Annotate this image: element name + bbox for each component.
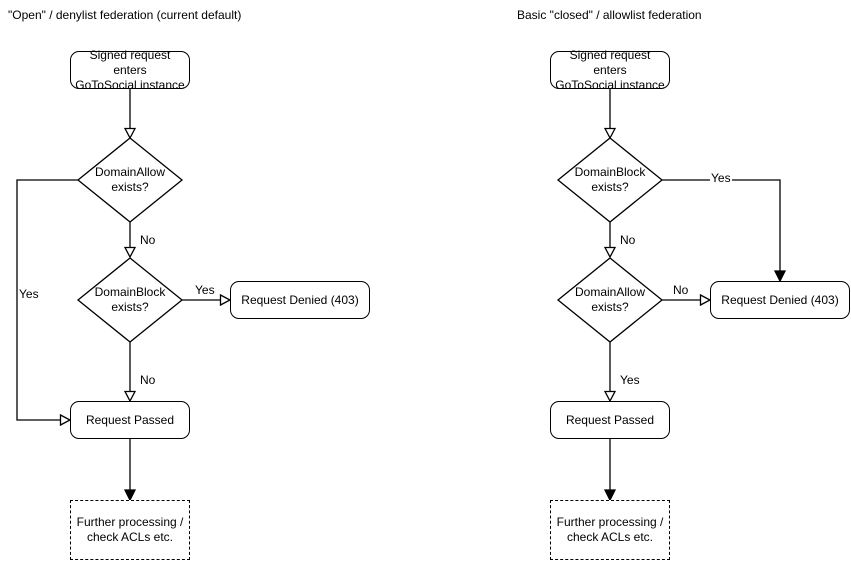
filled-arrowhead-icon — [773, 270, 787, 283]
node-further-processing-left: Further processing / check ACLs etc. — [70, 500, 190, 560]
edge-label-yes: Yes — [619, 373, 641, 387]
open-arrowhead-icon — [123, 127, 137, 140]
open-arrowhead-icon — [123, 390, 137, 403]
node-request-denied-right: Request Denied (403) — [710, 281, 850, 319]
edge-label-no: No — [619, 233, 637, 247]
edge-decision1-yes-elbow-right — [662, 179, 781, 271]
filled-arrowhead-icon — [603, 489, 617, 502]
node-start-right: Signed request enters GoToSocial instanc… — [550, 48, 670, 92]
open-arrowhead-icon — [219, 293, 232, 307]
open-arrowhead-icon — [603, 390, 617, 403]
node-further-processing-right: Further processing / check ACLs etc. — [550, 500, 670, 560]
edge-label-yes: Yes — [194, 283, 216, 297]
filled-arrowhead-icon — [123, 489, 137, 502]
edge-decision1-yes-elbow-left — [16, 179, 78, 421]
open-arrowhead-icon — [603, 127, 617, 140]
edge-label-yes: Yes — [710, 171, 732, 185]
right-chart-title: Basic "closed" / allowlist federation — [517, 8, 702, 22]
edge-label-yes: Yes — [18, 287, 40, 301]
decision2-diamond-left — [76, 257, 184, 343]
node-request-denied-left: Request Denied (403) — [230, 281, 370, 319]
node-start-left: Signed request enters GoToSocial instanc… — [70, 48, 190, 92]
open-arrowhead-icon — [59, 413, 72, 427]
node-request-passed-left: Request Passed — [70, 401, 190, 439]
open-arrowhead-icon — [603, 246, 617, 259]
left-chart-title: "Open" / denylist federation (current de… — [8, 8, 242, 22]
decision2-diamond-right — [556, 257, 664, 343]
edge-label-no: No — [672, 283, 690, 297]
edge-label-no: No — [139, 373, 157, 387]
decision1-diamond-left — [76, 137, 184, 223]
open-arrowhead-icon — [123, 246, 137, 259]
node-request-passed-right: Request Passed — [550, 401, 670, 439]
decision1-diamond-right — [556, 137, 664, 223]
open-arrowhead-icon — [699, 293, 712, 307]
edge-label-no: No — [139, 233, 157, 247]
